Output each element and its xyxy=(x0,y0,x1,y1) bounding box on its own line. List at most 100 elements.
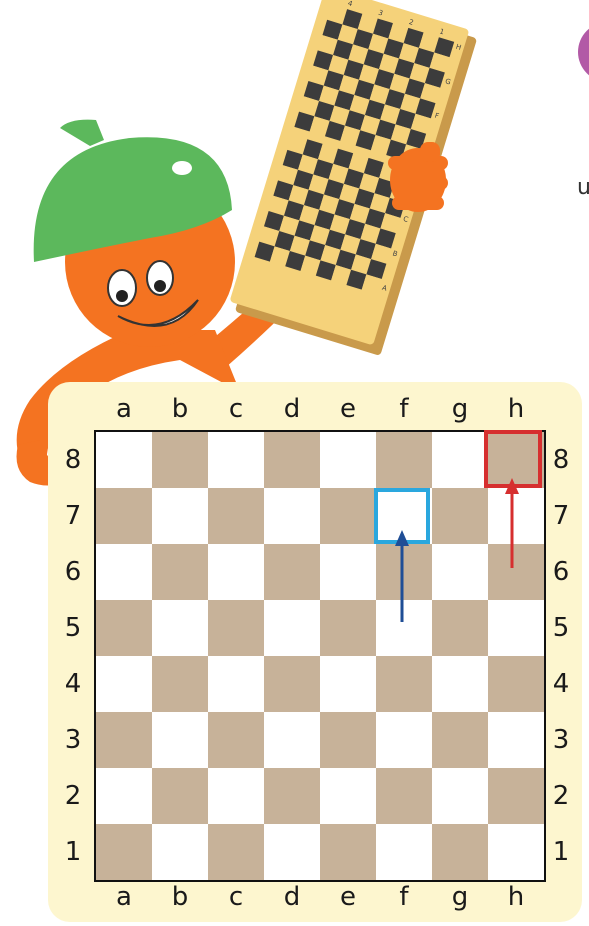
square-g7 xyxy=(432,488,488,544)
square-f1 xyxy=(376,824,432,880)
file-label-top: d xyxy=(264,394,320,424)
square-a2 xyxy=(96,768,152,824)
file-label-bottom: g xyxy=(432,882,488,912)
square-b2 xyxy=(152,768,208,824)
file-label-top: a xyxy=(96,394,152,424)
rank-label-left: 7 xyxy=(58,488,88,544)
file-label-bottom: h xyxy=(488,882,544,912)
rank-label-left: 2 xyxy=(58,768,88,824)
square-g2 xyxy=(432,768,488,824)
square-e6 xyxy=(320,544,376,600)
square-a5 xyxy=(96,600,152,656)
square-g5 xyxy=(432,600,488,656)
square-c3 xyxy=(208,712,264,768)
file-label-top: e xyxy=(320,394,376,424)
square-d5 xyxy=(264,600,320,656)
highlight-square-f7 xyxy=(374,488,430,544)
square-b4 xyxy=(152,656,208,712)
square-c6 xyxy=(208,544,264,600)
square-g6 xyxy=(432,544,488,600)
purple-circle-icon xyxy=(578,22,589,82)
square-c2 xyxy=(208,768,264,824)
rank-label-right: 4 xyxy=(546,656,576,712)
rank-label-left: 3 xyxy=(58,712,88,768)
square-a3 xyxy=(96,712,152,768)
square-g1 xyxy=(432,824,488,880)
square-d2 xyxy=(264,768,320,824)
square-a8 xyxy=(96,432,152,488)
square-b3 xyxy=(152,712,208,768)
file-label-bottom: a xyxy=(96,882,152,912)
square-h1 xyxy=(488,824,544,880)
square-f3 xyxy=(376,712,432,768)
square-e4 xyxy=(320,656,376,712)
rank-label-right: 2 xyxy=(546,768,576,824)
file-label-top: b xyxy=(152,394,208,424)
highlight-square-h8 xyxy=(484,430,542,488)
square-a6 xyxy=(96,544,152,600)
file-label-bottom: c xyxy=(208,882,264,912)
square-d1 xyxy=(264,824,320,880)
file-label-bottom: d xyxy=(264,882,320,912)
square-e2 xyxy=(320,768,376,824)
square-e5 xyxy=(320,600,376,656)
square-d7 xyxy=(264,488,320,544)
square-c7 xyxy=(208,488,264,544)
square-e1 xyxy=(320,824,376,880)
square-d8 xyxy=(264,432,320,488)
square-e8 xyxy=(320,432,376,488)
rank-label-left: 6 xyxy=(58,544,88,600)
rank-label-left: 1 xyxy=(58,824,88,880)
square-b6 xyxy=(152,544,208,600)
square-h5 xyxy=(488,600,544,656)
file-label-top: f xyxy=(376,394,432,424)
square-g4 xyxy=(432,656,488,712)
square-a1 xyxy=(96,824,152,880)
file-label-bottom: b xyxy=(152,882,208,912)
rank-label-left: 4 xyxy=(58,656,88,712)
square-c8 xyxy=(208,432,264,488)
partial-text: u xyxy=(577,175,589,200)
square-c1 xyxy=(208,824,264,880)
square-e3 xyxy=(320,712,376,768)
square-f5 xyxy=(376,600,432,656)
square-c5 xyxy=(208,600,264,656)
file-label-bottom: e xyxy=(320,882,376,912)
square-h4 xyxy=(488,656,544,712)
rank-label-right: 6 xyxy=(546,544,576,600)
square-g3 xyxy=(432,712,488,768)
file-label-top: g xyxy=(432,394,488,424)
chessboard xyxy=(94,430,546,882)
rank-label-right: 5 xyxy=(546,600,576,656)
square-f6 xyxy=(376,544,432,600)
hat-tip xyxy=(60,120,104,146)
square-h7 xyxy=(488,488,544,544)
square-f2 xyxy=(376,768,432,824)
square-a7 xyxy=(96,488,152,544)
file-label-top: h xyxy=(488,394,544,424)
rank-label-right: 3 xyxy=(546,712,576,768)
square-b1 xyxy=(152,824,208,880)
right-pupil xyxy=(154,280,166,292)
rank-label-left: 8 xyxy=(58,432,88,488)
hat-shine xyxy=(172,161,192,175)
file-label-bottom: f xyxy=(376,882,432,912)
square-e7 xyxy=(320,488,376,544)
square-h6 xyxy=(488,544,544,600)
square-g8 xyxy=(432,432,488,488)
square-h3 xyxy=(488,712,544,768)
left-pupil xyxy=(116,290,128,302)
square-a4 xyxy=(96,656,152,712)
square-b5 xyxy=(152,600,208,656)
square-d3 xyxy=(264,712,320,768)
rank-label-right: 8 xyxy=(546,432,576,488)
square-b7 xyxy=(152,488,208,544)
rank-label-right: 7 xyxy=(546,488,576,544)
square-f4 xyxy=(376,656,432,712)
rank-label-right: 1 xyxy=(546,824,576,880)
square-f8 xyxy=(376,432,432,488)
square-b8 xyxy=(152,432,208,488)
square-d4 xyxy=(264,656,320,712)
file-label-top: c xyxy=(208,394,264,424)
square-d6 xyxy=(264,544,320,600)
